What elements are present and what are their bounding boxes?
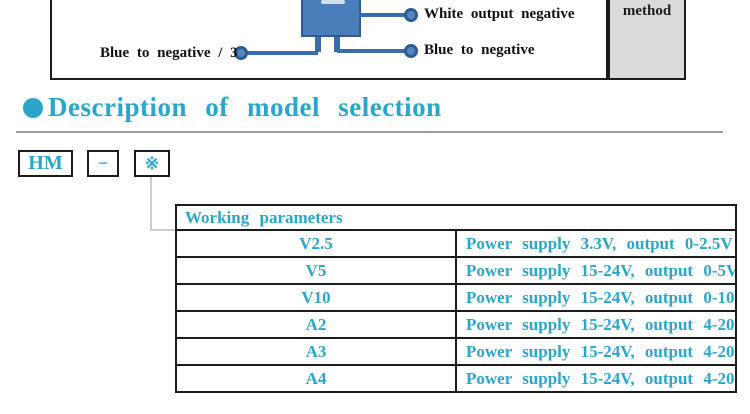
table-header-cell: Working parameters xyxy=(175,204,737,231)
model-separator-box: − xyxy=(87,150,119,177)
sensor-box-clipped-text xyxy=(321,0,345,4)
wildcard-connector-horizontal xyxy=(150,229,177,231)
model-description-cell: Power supply 15-24V, output 4-20mA, thre… xyxy=(455,337,737,366)
model-code-cell: A4 xyxy=(175,364,457,393)
model-prefix-box: HM xyxy=(18,150,73,177)
table-row: V10 Power supply 15-24V, output 0-10V xyxy=(175,283,737,312)
method-label: method xyxy=(622,3,672,19)
wire-negative xyxy=(337,49,406,53)
table-row: A2 Power supply 15-24V, output 4-20mA, t… xyxy=(175,310,737,339)
terminal-dot-icon xyxy=(404,44,418,58)
wire-label-left: Blue to negative / 3 xyxy=(100,45,238,61)
model-wildcard-box: ※ xyxy=(134,150,170,177)
section-title: Description of model selection xyxy=(48,92,442,122)
terminal-dot-icon xyxy=(404,8,418,22)
model-code-cell: A3 xyxy=(175,337,457,366)
table-row: A4 Power supply 15-24V, output 4-20mA, F… xyxy=(175,364,737,393)
model-code-cell: A2 xyxy=(175,310,457,339)
model-description-cell: Power supply 3.3V, output 0-2.5V xyxy=(455,229,737,258)
parameters-table: Working parameters V2.5 Power supply 3.3… xyxy=(175,204,737,393)
terminal-dot-icon xyxy=(234,46,248,60)
sensor-left-lead xyxy=(315,37,321,52)
wire-label-output: White output negative xyxy=(424,6,575,22)
bullet-icon xyxy=(23,98,43,118)
model-code-cell: V5 xyxy=(175,256,457,285)
table-row: V5 Power supply 15-24V, output 0-5V xyxy=(175,256,737,285)
wire-left xyxy=(246,51,318,55)
wire-output xyxy=(359,13,406,17)
model-code-cell: V10 xyxy=(175,283,457,312)
sensor-right-lead xyxy=(334,37,340,52)
model-description-cell: Power supply 15-24V, output 4-20mA, Four… xyxy=(455,364,737,393)
model-description-cell: Power supply 15-24V, output 4-20mA, two … xyxy=(455,310,737,339)
sensor-box xyxy=(301,0,361,37)
table-row: A3 Power supply 15-24V, output 4-20mA, t… xyxy=(175,337,737,366)
table-header-row: Working parameters xyxy=(175,204,737,231)
method-cell: method xyxy=(608,0,686,80)
model-description-cell: Power supply 15-24V, output 0-5V xyxy=(455,256,737,285)
wildcard-connector-vertical xyxy=(150,177,152,231)
model-description-cell: Power supply 15-24V, output 0-10V xyxy=(455,283,737,312)
table-row: V2.5 Power supply 3.3V, output 0-2.5V xyxy=(175,229,737,258)
wire-label-negative: Blue to negative xyxy=(424,42,535,58)
heading-rule xyxy=(16,131,723,133)
model-code-cell: V2.5 xyxy=(175,229,457,258)
